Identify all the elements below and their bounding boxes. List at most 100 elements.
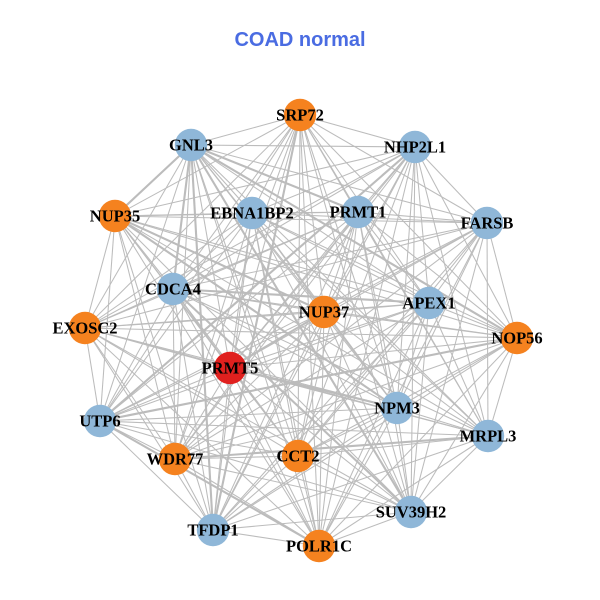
edge <box>114 215 320 547</box>
edge <box>299 114 518 339</box>
edge <box>212 211 359 531</box>
node-label-NOP56: NOP56 <box>491 328 542 347</box>
node-label-APEX1: APEX1 <box>402 293 455 312</box>
edge <box>414 146 488 224</box>
edge <box>174 434 489 461</box>
node-label-CCT2: CCT2 <box>276 446 319 465</box>
node-FARSB <box>470 206 504 240</box>
edge <box>212 337 518 531</box>
edge <box>396 222 488 409</box>
edge <box>357 211 412 513</box>
edge <box>229 367 489 437</box>
edge <box>229 337 518 369</box>
node-NPM3 <box>380 391 414 425</box>
node-NOP56 <box>500 321 534 355</box>
edge <box>84 327 214 531</box>
node-WDR77 <box>158 442 192 476</box>
edge <box>251 211 359 214</box>
edge <box>84 211 359 329</box>
edge <box>212 435 489 531</box>
chart-title: COAD normal <box>234 29 366 51</box>
edge <box>84 327 176 460</box>
edge <box>229 211 359 369</box>
edge <box>299 114 325 313</box>
edge <box>318 302 430 547</box>
nodes-layer <box>68 98 534 563</box>
edge <box>99 420 299 457</box>
edge <box>357 211 518 339</box>
node-label-WDR77: WDR77 <box>147 449 204 468</box>
edge <box>172 288 214 531</box>
edge <box>318 211 359 547</box>
node-NUP35 <box>98 199 132 233</box>
edge <box>174 407 398 460</box>
edge <box>318 407 398 547</box>
edge <box>172 288 412 513</box>
edge <box>84 327 299 457</box>
edge <box>174 458 412 513</box>
edge <box>251 114 301 214</box>
edge <box>99 211 359 422</box>
edge <box>486 222 489 437</box>
edge <box>190 114 301 146</box>
node-CDCA4 <box>156 272 190 306</box>
edge <box>251 212 430 304</box>
node-SRP72 <box>283 98 317 132</box>
node-label-NHP2L1: NHP2L1 <box>384 137 446 156</box>
node-GNL3 <box>174 128 208 162</box>
node-label-MRPL3: MRPL3 <box>460 426 517 445</box>
node-label-UTP6: UTP6 <box>79 411 120 430</box>
edge <box>297 435 489 457</box>
edge <box>172 288 398 409</box>
node-label-PRMT5: PRMT5 <box>202 358 259 377</box>
node-APEX1 <box>412 286 446 320</box>
edge <box>114 144 192 217</box>
edge <box>297 311 325 457</box>
edge <box>99 288 174 422</box>
edge <box>357 211 488 224</box>
edge <box>251 146 416 214</box>
edge <box>410 302 430 513</box>
node-UTP6 <box>83 404 117 438</box>
edge <box>84 302 430 329</box>
edge <box>84 114 301 329</box>
node-MRPL3 <box>471 419 505 453</box>
edge <box>396 302 430 409</box>
edge <box>212 222 488 531</box>
edge <box>174 367 231 460</box>
edge <box>189 144 215 531</box>
edge <box>396 407 412 513</box>
edge <box>410 146 416 513</box>
edge <box>410 435 489 513</box>
edge <box>297 222 488 457</box>
edge <box>323 311 412 513</box>
edge <box>229 302 430 369</box>
edge <box>99 407 398 422</box>
edge <box>99 222 488 422</box>
edge <box>212 511 412 531</box>
edge <box>114 215 412 513</box>
edge <box>229 367 412 513</box>
edge <box>318 511 412 547</box>
edge <box>172 288 489 437</box>
node-label-TFDP1: TFDP1 <box>187 520 238 539</box>
edge <box>84 327 518 339</box>
edge <box>99 420 214 531</box>
edge <box>99 420 320 547</box>
edge <box>99 367 231 422</box>
edge <box>174 455 299 460</box>
node-label-NUP37: NUP37 <box>299 302 349 321</box>
edge <box>190 144 416 148</box>
edge <box>190 144 518 339</box>
edge <box>323 311 489 437</box>
edge <box>410 222 488 513</box>
edge <box>299 114 416 148</box>
edge <box>172 287 430 305</box>
node-label-GNL3: GNL3 <box>169 135 213 154</box>
node-EBNA1BP2 <box>235 196 269 230</box>
edge <box>172 288 176 460</box>
edge <box>323 311 518 339</box>
node-label-CDCA4: CDCA4 <box>145 279 201 298</box>
edge <box>99 302 430 422</box>
